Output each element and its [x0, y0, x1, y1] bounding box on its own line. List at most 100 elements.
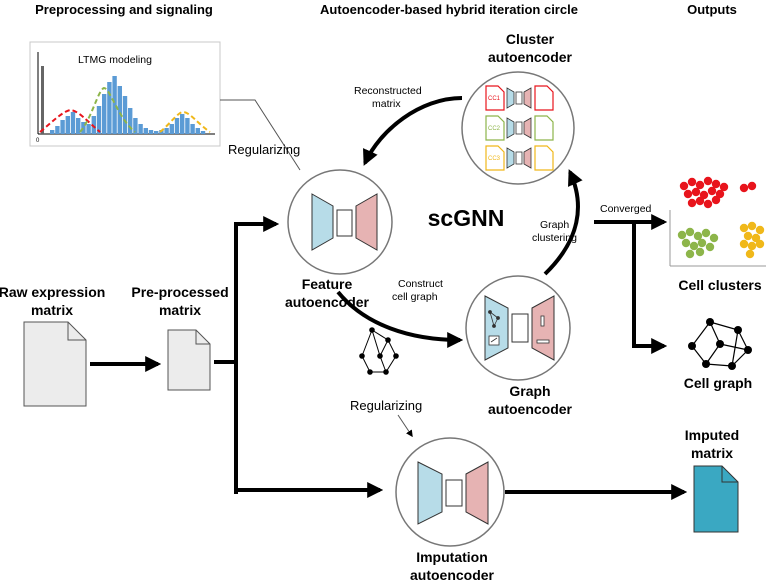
- cluster-encoder-shape: [506, 87, 515, 109]
- cell-graph-edge: [731, 329, 739, 367]
- ltmg-bar: [148, 130, 154, 134]
- imputation-encoder-shape: [417, 461, 443, 525]
- ltmg-bar: [96, 106, 102, 134]
- scatter-point: [693, 231, 703, 241]
- cluster-ae-label-line1: Cluster: [506, 31, 555, 47]
- scatter-point: [745, 249, 755, 259]
- graph-decoder-shape: [531, 295, 555, 361]
- scatter-point: [679, 181, 689, 191]
- ltmg-bar: [70, 112, 76, 134]
- header-outputs: Outputs: [687, 2, 737, 17]
- ltmg-bar: [102, 94, 107, 134]
- cell-graph-node: [744, 346, 752, 354]
- cell-graph-node: [706, 318, 714, 326]
- cluster-ae-label-line2: autoencoder: [488, 49, 573, 65]
- ltmg-bar: [55, 126, 60, 134]
- reconstructed-label-line2: matrix: [372, 98, 401, 110]
- converged-to-graph-arrow: [632, 222, 668, 354]
- cell-graph-edge: [709, 321, 721, 345]
- cluster-decoder-shape: [523, 87, 532, 109]
- ltmg-bar: [91, 116, 96, 134]
- small-graph-edge: [371, 329, 389, 341]
- reconstructed-matrix-arrow: [363, 96, 463, 166]
- scgnn-title: scGNN: [428, 205, 505, 231]
- small-graph-edge: [379, 339, 389, 357]
- scatter-point: [703, 176, 713, 186]
- header-iteration-circle: Autoencoder-based hybrid iteration circl…: [320, 2, 578, 17]
- small-graph-edge: [371, 329, 381, 357]
- feature-autoencoder: [287, 169, 393, 275]
- small-graph-edge: [361, 355, 371, 373]
- cluster-document-icon: [534, 145, 554, 171]
- imputation-decoder-shape: [465, 461, 489, 525]
- cell-graph-edge: [691, 321, 711, 347]
- ltmg-bar: [65, 116, 70, 134]
- ltmg-bar: [112, 76, 117, 134]
- cell-graph-icon: [688, 318, 752, 370]
- header-preprocessing: Preprocessing and signaling: [35, 2, 213, 17]
- small-graph-node: [377, 353, 383, 359]
- graph-clustering-label-line1: Graph: [540, 219, 569, 231]
- feature-latent-shape: [336, 209, 353, 237]
- ltmg-zero-tick: 0: [36, 138, 40, 144]
- cell-graph-node: [734, 326, 742, 334]
- scatter-point: [747, 181, 757, 191]
- graph-latent-shape: [511, 313, 529, 343]
- reconstructed-label-line1: Reconstructed: [354, 85, 422, 97]
- ltmg-connector: [220, 99, 301, 171]
- scatter-point: [743, 231, 753, 241]
- small-graph-edge: [361, 329, 373, 357]
- scatter-point: [685, 227, 695, 237]
- small-graph-node: [367, 369, 373, 375]
- ltmg-bar: [76, 118, 81, 134]
- graph-clustering-arrow: [543, 169, 583, 276]
- scatter-point: [687, 198, 697, 208]
- cluster-tag: CC2: [488, 126, 501, 132]
- scatter-point: [685, 249, 695, 259]
- ltmg-bar: [122, 96, 128, 134]
- cluster-document-icon: [485, 115, 505, 141]
- imputation-latent-shape: [445, 479, 463, 507]
- feature-ae-label-line2: autoencoder: [285, 294, 370, 310]
- scatter-point: [715, 189, 725, 199]
- small-graph-node: [385, 337, 391, 343]
- ltmg-bar: [50, 130, 55, 134]
- cell-graph-label: Cell graph: [684, 375, 752, 391]
- cluster-tag: CC1: [488, 96, 501, 102]
- ltmg-panel: LTMG modeling 0: [29, 41, 221, 147]
- ltmg-bar: [190, 124, 195, 134]
- imputed-matrix-document-icon: [693, 465, 739, 533]
- cell-graph-edge: [705, 343, 721, 365]
- scatter-point: [739, 239, 749, 249]
- pre-matrix-document-icon: [167, 329, 211, 391]
- scatter-point: [695, 247, 705, 257]
- scatter-point: [703, 199, 713, 209]
- ltmg-bar: [169, 124, 174, 134]
- imputation-ae-label-line2: autoencoder: [410, 567, 495, 583]
- pre-matrix-label-line1: Pre-processed: [131, 284, 228, 300]
- cluster-latent-shape: [515, 151, 523, 165]
- ltmg-bar: [60, 120, 65, 134]
- cell-graph-node: [688, 342, 696, 350]
- scatter-point: [755, 239, 765, 249]
- cluster-encoder-shape: [506, 147, 515, 169]
- regularizing-label-bottom: Regularizing: [350, 398, 422, 413]
- scatter-point: [705, 242, 715, 252]
- small-graph-edge: [387, 339, 397, 357]
- construct-label-line2: cell graph: [392, 291, 438, 303]
- cell-graph-node: [716, 340, 724, 348]
- pre-to-feature-arrow: [234, 216, 280, 494]
- ltmg-bar: [154, 131, 159, 134]
- scatter-point: [709, 233, 719, 243]
- cluster-tag: CC3: [488, 156, 501, 162]
- scatter-point: [739, 183, 749, 193]
- cluster-encoder-shape: [506, 117, 515, 139]
- scatter-point: [681, 238, 691, 248]
- graph-autoencoder: [465, 275, 571, 381]
- cluster-document-icon: [485, 145, 505, 171]
- ltmg-yellow-curve: [159, 110, 211, 133]
- imputed-label-line2: matrix: [691, 445, 733, 461]
- scatter-point: [701, 228, 711, 238]
